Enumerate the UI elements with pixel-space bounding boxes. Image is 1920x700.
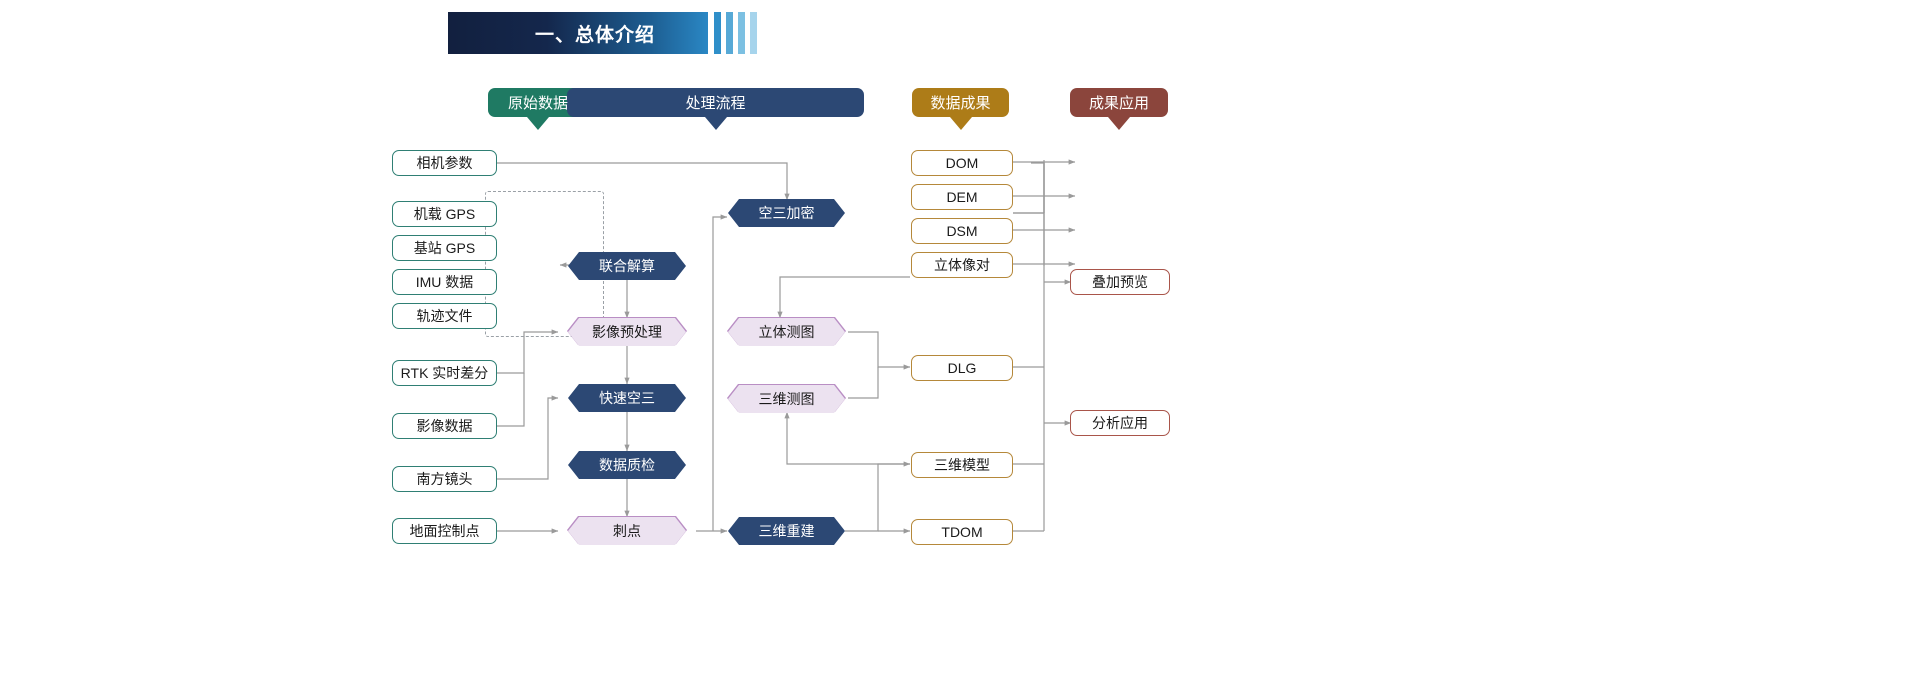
category-header-process: 处理流程 bbox=[567, 88, 864, 130]
process-node-aerial-triangulation-dense[interactable]: 空三加密 bbox=[728, 199, 845, 227]
category-header-applications: 成果应用 bbox=[1070, 88, 1168, 130]
process-node-3d-mapping[interactable]: 三维测图 bbox=[728, 385, 845, 413]
raw-node-camera-params[interactable]: 相机参数 bbox=[392, 150, 497, 176]
process-node-prick-point[interactable]: 刺点 bbox=[568, 517, 686, 545]
raw-node-imagery[interactable]: 影像数据 bbox=[392, 413, 497, 439]
raw-node-airborne-gps[interactable]: 机载 GPS bbox=[392, 201, 497, 227]
pointer-triangle bbox=[949, 117, 972, 130]
raw-node-trajectory-file[interactable]: 轨迹文件 bbox=[392, 303, 497, 329]
process-node-stereo-mapping[interactable]: 立体测图 bbox=[728, 318, 845, 346]
process-node-3d-reconstruction[interactable]: 三维重建 bbox=[728, 517, 845, 545]
category-label: 原始数据 bbox=[507, 95, 568, 112]
result-node-stereo-pair[interactable]: 立体像对 bbox=[911, 252, 1013, 278]
section-banner: 一、总体介绍 bbox=[448, 12, 708, 54]
raw-node-ground-control-points[interactable]: 地面控制点 bbox=[392, 518, 497, 544]
pointer-triangle bbox=[704, 117, 727, 130]
process-node-joint-solve[interactable]: 联合解算 bbox=[568, 252, 686, 280]
process-node-fast-aerial-triangulation[interactable]: 快速空三 bbox=[568, 384, 686, 412]
category-label: 处理流程 bbox=[685, 95, 746, 112]
pointer-triangle bbox=[1108, 117, 1130, 130]
process-node-quality-check[interactable]: 数据质检 bbox=[568, 451, 686, 479]
raw-node-rtk[interactable]: RTK 实时差分 bbox=[392, 360, 497, 386]
result-node-dsm[interactable]: DSM bbox=[911, 218, 1013, 244]
raw-node-southern-lens[interactable]: 南方镜头 bbox=[392, 466, 497, 492]
category-label: 数据成果 bbox=[930, 95, 991, 112]
application-node-overlay-preview[interactable]: 叠加预览 bbox=[1070, 269, 1170, 295]
result-node-3d-model[interactable]: 三维模型 bbox=[911, 452, 1013, 478]
banner-bar-4 bbox=[750, 12, 757, 54]
result-node-dlg[interactable]: DLG bbox=[911, 355, 1013, 381]
result-node-dom[interactable]: DOM bbox=[911, 150, 1013, 176]
banner-bar-3 bbox=[738, 12, 745, 54]
category-label: 成果应用 bbox=[1088, 95, 1149, 112]
banner-bar-1 bbox=[714, 12, 721, 54]
application-node-analysis[interactable]: 分析应用 bbox=[1070, 410, 1170, 436]
raw-node-imu-data[interactable]: IMU 数据 bbox=[392, 269, 497, 295]
banner-bar-2 bbox=[726, 12, 733, 54]
category-header-results: 数据成果 bbox=[912, 88, 1009, 130]
result-node-tdom[interactable]: TDOM bbox=[911, 519, 1013, 545]
banner-title: 一、总体介绍 bbox=[534, 24, 655, 46]
pointer-triangle bbox=[527, 117, 549, 130]
result-node-dem[interactable]: DEM bbox=[911, 184, 1013, 210]
raw-node-base-gps[interactable]: 基站 GPS bbox=[392, 235, 497, 261]
process-node-image-preprocess[interactable]: 影像预处理 bbox=[568, 318, 686, 346]
